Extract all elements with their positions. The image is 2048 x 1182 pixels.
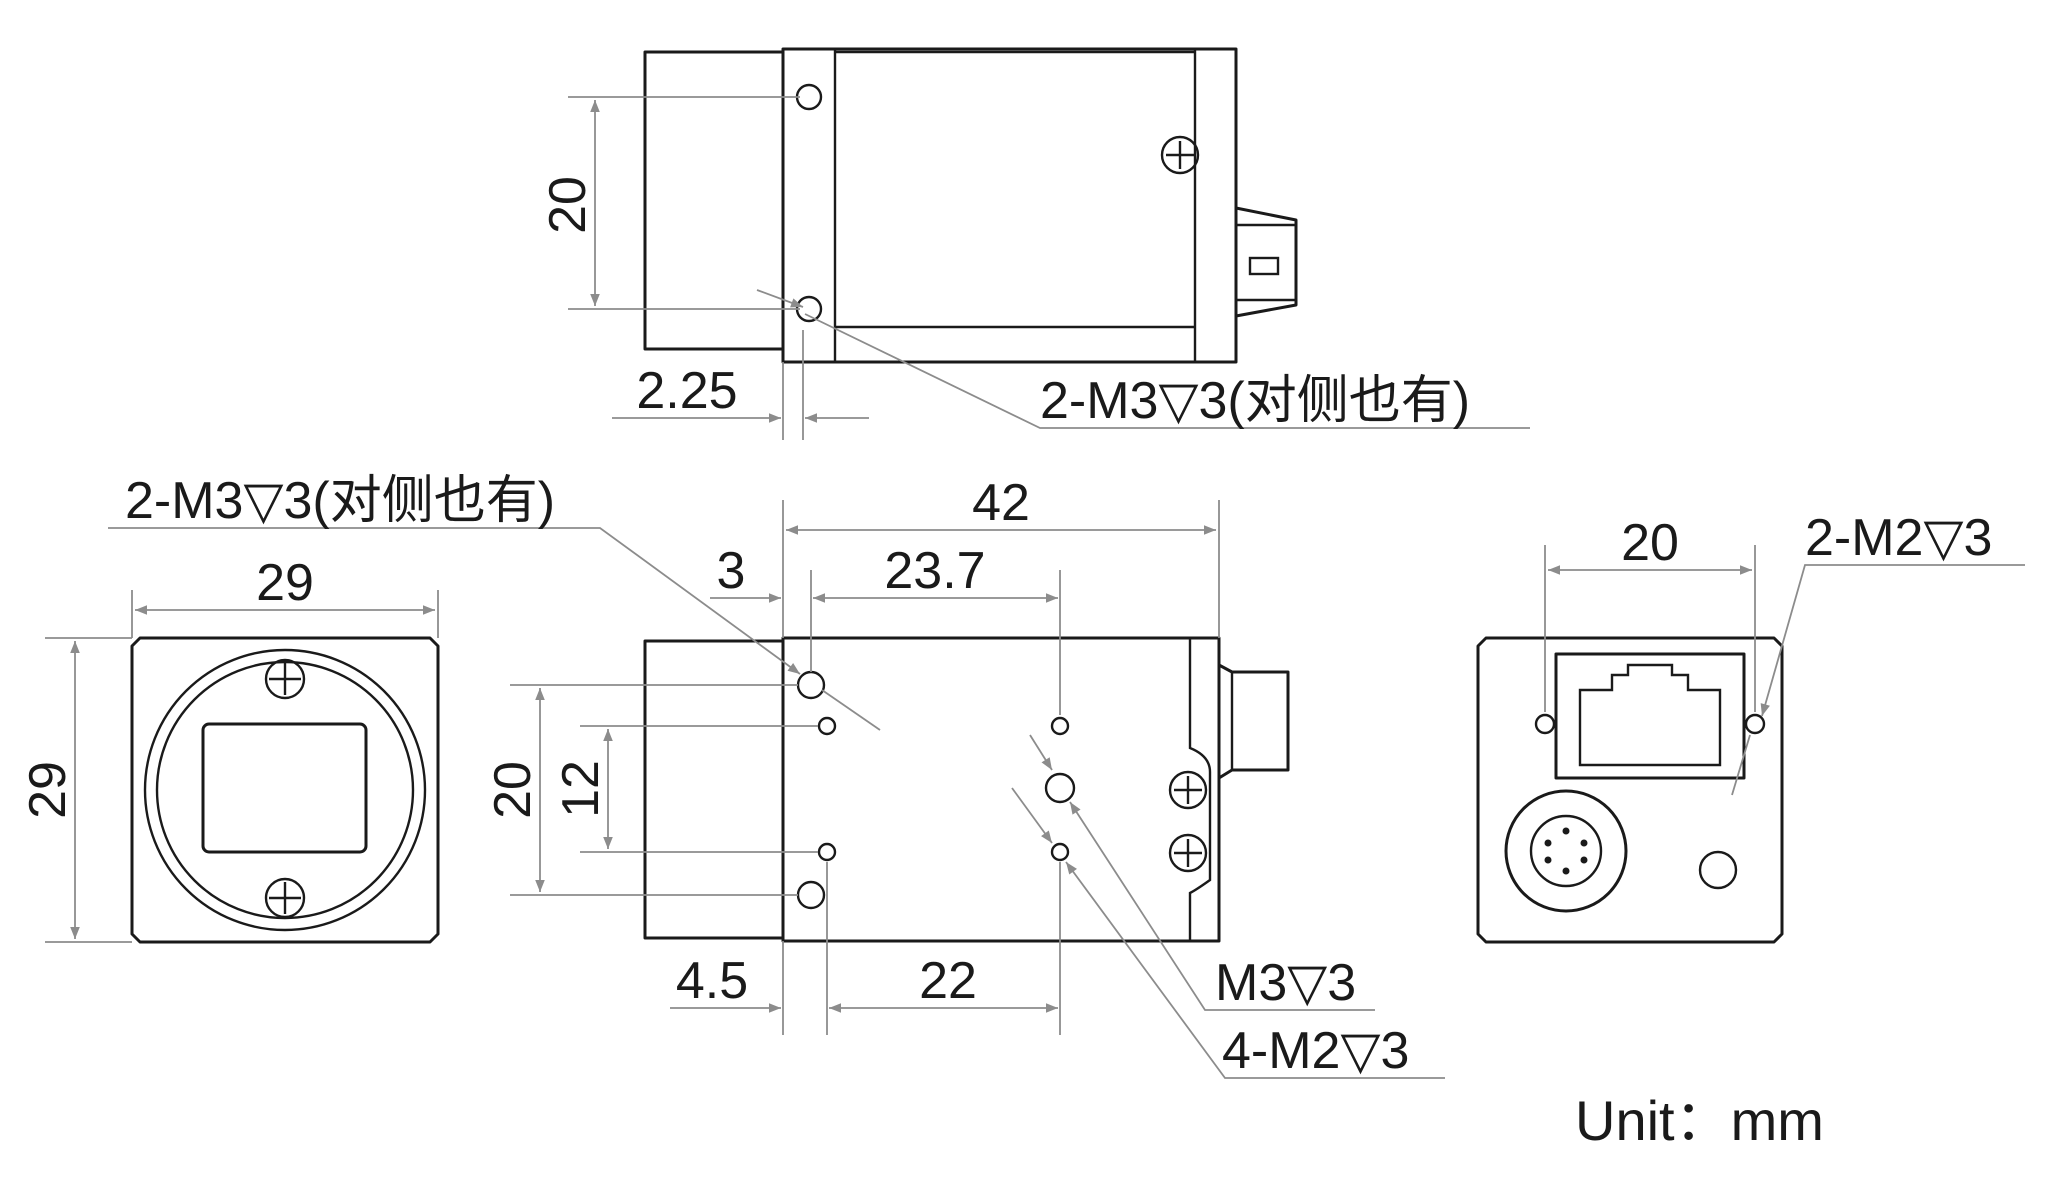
mount-hole-icon	[1044, 772, 1076, 804]
power-connector	[1504, 789, 1628, 913]
dim-width-label: 20	[1621, 514, 1679, 572]
mount-hole-icon	[1050, 716, 1070, 736]
dim-edge-label: 3	[717, 542, 746, 600]
unit-label: Unit：mm	[1575, 1089, 1824, 1152]
mount-hole-icon	[795, 83, 823, 111]
mount-hole-icon	[1050, 842, 1070, 862]
rear-body	[1476, 636, 1784, 944]
dim-offset-label: 2.25	[636, 362, 737, 420]
dim-height-label: 20	[539, 176, 597, 234]
mount-hole-icon	[1534, 713, 1556, 735]
dim-height-label: 29	[19, 761, 77, 819]
dim-inner-height-label: 12	[552, 760, 610, 818]
status-led-icon	[1698, 850, 1738, 890]
callout-m2-label: 4-M2▽3	[1222, 1022, 1409, 1080]
dim-bottom-edge-label: 4.5	[676, 952, 748, 1010]
top-view: 20 2.25 2-M3▽3(对侧也有)	[539, 47, 1530, 440]
mount-hole-icon	[796, 880, 826, 910]
dim-spacing-label: 23.7	[884, 542, 985, 600]
mount-hole-icon	[795, 295, 823, 323]
connector-slot	[1248, 256, 1280, 276]
screw-icon	[264, 877, 306, 919]
mount-hole-icon	[817, 842, 837, 862]
callout-holes-label: 2-M3▽3(对侧也有)	[125, 472, 555, 530]
ethernet-port	[1554, 652, 1746, 780]
dim-length-label: 42	[972, 474, 1030, 532]
mount-hole-icon	[1744, 713, 1766, 735]
screw-icon	[1168, 770, 1208, 810]
dim-width-label: 29	[256, 554, 314, 612]
screw-icon	[1160, 135, 1200, 175]
dim-bottom-spacing-label: 22	[919, 952, 977, 1010]
side-view: 2-M3▽3(对侧也有) 42 3 23.7 20 12 4.5 22	[108, 472, 1445, 1080]
screw-icon	[1168, 833, 1208, 873]
rear-view: 20 2-M2▽3	[1476, 509, 2025, 944]
connector-top	[1235, 206, 1298, 318]
camera-body-top	[781, 47, 1238, 364]
connector-side	[1218, 663, 1290, 780]
sensor-window	[201, 722, 368, 854]
mount-hole-icon	[817, 716, 837, 736]
lens-mount-ring	[143, 648, 427, 932]
dim-outer-height-label: 20	[484, 761, 542, 819]
callout-holes-label: 2-M2▽3	[1805, 509, 1992, 567]
front-body	[130, 636, 440, 944]
rj45-jack-icon	[1578, 663, 1722, 767]
screw-icon	[264, 658, 306, 700]
front-view: 29 29	[19, 554, 440, 944]
callout-m3-label: M3▽3	[1215, 954, 1356, 1012]
camera-body-side	[781, 636, 1221, 943]
callout-holes-label: 2-M3▽3(对侧也有)	[1040, 372, 1470, 430]
mount-hole-icon	[796, 670, 826, 700]
